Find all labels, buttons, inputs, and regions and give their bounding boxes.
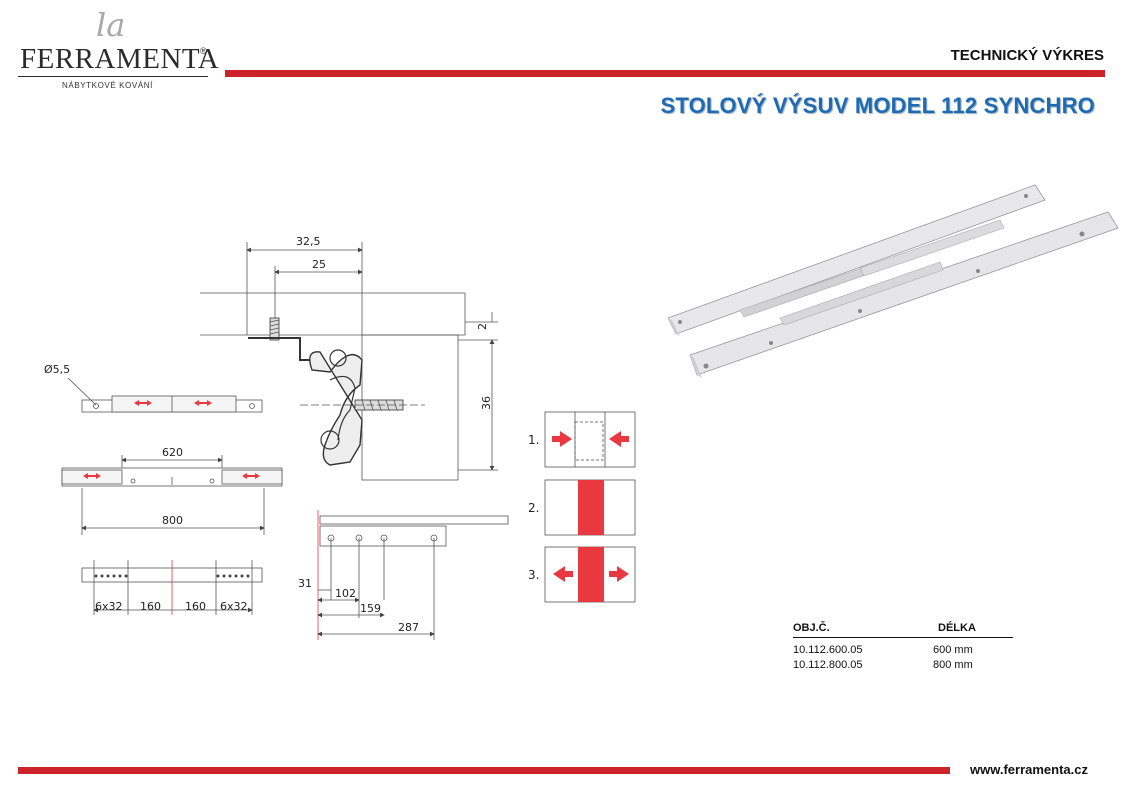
website-link[interactable]: www.ferramenta.cz	[970, 762, 1089, 777]
header-code: OBJ.Č.	[793, 622, 830, 634]
row-length: 800 mm	[933, 659, 973, 671]
dim-thickness: 2	[476, 323, 489, 330]
spacing-labels: 6x32 160 160 6x32	[95, 600, 248, 613]
hole-diameter-label: Ø5,5	[44, 363, 70, 376]
document-type-label: TECHNICKÝ VÝKRES	[950, 47, 1104, 64]
spacing-d: 6x32	[220, 600, 248, 613]
dim-height: 36	[480, 396, 493, 410]
cross-section-view	[200, 242, 498, 481]
logo-tagline: NÁBYTKOVÉ KOVÁNÍ	[62, 81, 153, 90]
header-red-bar	[225, 70, 1105, 77]
rail-side-view	[67, 377, 263, 413]
row-length: 600 mm	[933, 644, 973, 656]
step-diagrams: 1. 2. 3.	[528, 411, 636, 603]
table-row: 10.112.600.05 600 mm	[793, 644, 1013, 656]
pos-2: 102	[335, 587, 356, 600]
table-header: OBJ.Č. DÉLKA	[793, 622, 1013, 638]
position-labels: 31 102 159 287	[298, 577, 419, 634]
spacing-b: 160	[140, 600, 161, 613]
dim-gap: 620	[162, 446, 183, 459]
logo-registered-mark: ®	[200, 46, 207, 56]
row-code: 10.112.600.05	[793, 644, 863, 656]
rail-extended-view	[61, 455, 283, 535]
cross-section-dimensions: 32,5 25 2 36	[296, 235, 493, 410]
spacing-c: 160	[185, 600, 206, 613]
hole-dots	[94, 574, 250, 578]
product-title: STOLOVÝ VÝSUV MODEL 112 SYNCHRO	[660, 93, 1095, 118]
spacing-a: 6x32	[95, 600, 123, 613]
logo-wordmark: FERRAMENTA	[20, 43, 220, 75]
header-length: DÉLKA	[938, 622, 976, 634]
table-row: 10.112.800.05 800 mm	[793, 659, 1013, 671]
pos-3: 159	[360, 602, 381, 615]
pos-4: 287	[398, 621, 419, 634]
step-3-label: 3.	[528, 568, 539, 582]
pos-1: 31	[298, 577, 312, 590]
spec-table: OBJ.Č. DÉLKA 10.112.600.05 600 mm 10.112…	[793, 622, 1013, 671]
logo-divider	[18, 76, 208, 77]
footer-red-bar	[18, 767, 950, 774]
step-2-label: 2.	[528, 501, 539, 515]
hole-spacing-view	[81, 560, 263, 615]
product-rails-illustration	[667, 184, 1119, 378]
step-1-label: 1.	[528, 433, 539, 447]
extended-arrows	[83, 473, 260, 479]
dim-total: 800	[162, 514, 183, 527]
hole-position-view	[317, 510, 509, 640]
rail-arrows	[134, 400, 212, 406]
dim-width-b: 25	[312, 258, 326, 271]
logo-script: la	[96, 6, 126, 44]
row-code: 10.112.800.05	[793, 659, 863, 671]
dim-width-a: 32,5	[296, 235, 321, 248]
